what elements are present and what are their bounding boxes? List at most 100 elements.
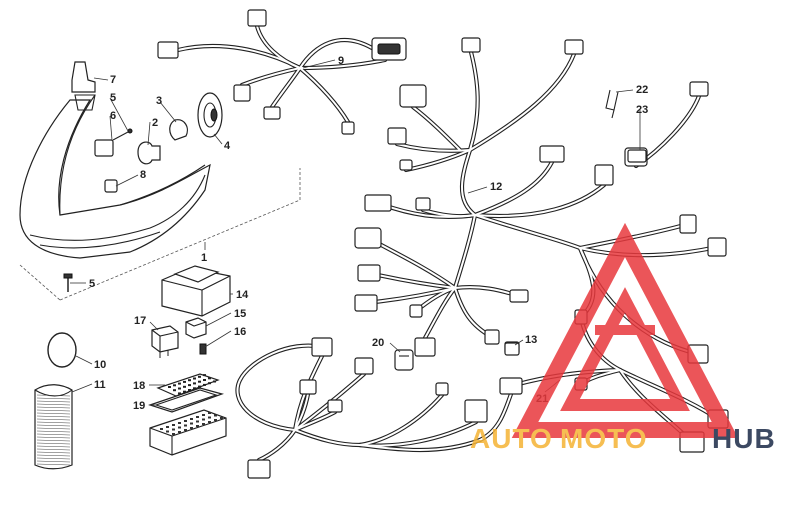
connector xyxy=(564,39,584,55)
fuse-socket xyxy=(214,414,217,417)
harness-wire-core xyxy=(359,439,481,451)
callout-19: 19 xyxy=(133,400,145,412)
fuse-slot xyxy=(208,382,211,385)
fuse-socket xyxy=(208,416,211,419)
fuse-socket xyxy=(178,431,181,433)
fuse-slot xyxy=(213,380,216,383)
fuse-panel-18 xyxy=(156,373,220,397)
fuse-socket xyxy=(190,427,193,429)
fuse-slot xyxy=(183,390,186,393)
harness-wire-core xyxy=(294,411,336,431)
retaining-ring-10 xyxy=(47,332,77,368)
protective-sleeve-11 xyxy=(34,384,73,470)
connector xyxy=(399,84,427,108)
fuse-holder-base xyxy=(149,409,227,456)
leader-lines xyxy=(70,59,641,406)
connector xyxy=(354,294,378,312)
headlight-bracket xyxy=(71,61,96,93)
fuse-slot xyxy=(178,392,181,395)
fuse-socket xyxy=(208,421,211,423)
fuse-slot xyxy=(183,380,186,383)
harness-wire xyxy=(297,65,351,125)
connector xyxy=(247,459,271,479)
fuse-slot xyxy=(178,382,181,385)
harness-wire-core xyxy=(424,287,456,339)
connector xyxy=(679,214,697,234)
fuse-socket xyxy=(196,416,199,418)
wire-clip xyxy=(605,89,619,119)
fuse-slot xyxy=(173,384,176,387)
fuse-slot xyxy=(193,382,196,385)
connector xyxy=(414,337,436,357)
connector xyxy=(409,304,423,318)
headlight-dust-cover xyxy=(197,92,223,138)
fuse-socket xyxy=(184,429,187,431)
callout-9: 9 xyxy=(338,55,344,67)
fuse-socket xyxy=(184,420,187,422)
harness-wire-core xyxy=(479,393,512,441)
connector xyxy=(327,399,343,413)
callout-12: 12 xyxy=(490,181,502,193)
harness-wire-core xyxy=(454,214,476,289)
harness-wire-core xyxy=(412,106,461,151)
harness-wire xyxy=(256,427,298,463)
harness-wire-core xyxy=(474,214,581,249)
watermark-text-moto: MOTO xyxy=(560,423,647,454)
speed-sensor xyxy=(627,149,647,163)
headlight-screw xyxy=(63,273,73,292)
connector xyxy=(233,84,251,102)
harness-wire xyxy=(467,51,577,153)
connector xyxy=(509,289,529,303)
connector xyxy=(341,121,355,135)
headlight-housing xyxy=(19,94,211,259)
fuse-socket xyxy=(172,428,175,431)
bulb-retainer xyxy=(169,119,188,141)
harness-wire-core xyxy=(422,209,476,218)
harness-wire-core xyxy=(236,344,323,431)
callout-1: 1 xyxy=(201,252,207,264)
harness-wire-core xyxy=(359,421,477,447)
callout-3: 3 xyxy=(156,95,162,107)
connector-13 xyxy=(504,342,520,356)
fuse-slot xyxy=(198,375,201,378)
fuse-box-14 xyxy=(161,265,231,317)
callout-18: 18 xyxy=(133,380,145,392)
connector xyxy=(399,159,413,171)
harness-wire-core xyxy=(579,246,718,257)
fuse-slot xyxy=(198,380,201,383)
callout-5-bottom: 5 xyxy=(89,278,95,290)
harness-wire xyxy=(254,23,303,71)
harness-wire-core xyxy=(359,394,443,446)
harness-wire-core xyxy=(258,429,296,461)
watermark-logo-icon xyxy=(511,222,739,438)
callout-23: 23 xyxy=(636,104,648,116)
harness-wire-core xyxy=(469,53,575,151)
connector xyxy=(354,357,374,375)
fuse-socket xyxy=(172,433,175,435)
harness-wire-core xyxy=(396,143,471,152)
fuse-slot xyxy=(173,389,176,392)
callout-4: 4 xyxy=(224,140,231,152)
fuse-slot xyxy=(188,379,191,382)
callout-7: 7 xyxy=(110,74,116,86)
fuse-socket xyxy=(202,414,205,416)
fuse-slot xyxy=(208,377,211,380)
fuse-socket xyxy=(220,417,223,419)
callout-17: 17 xyxy=(134,315,146,327)
harness-wire-core xyxy=(177,45,301,69)
callout-15: 15 xyxy=(234,308,246,320)
callout-16: 16 xyxy=(234,326,246,338)
fuse-slot xyxy=(178,387,181,390)
callout-2: 2 xyxy=(152,117,158,129)
callout-6: 6 xyxy=(110,110,116,122)
relay-17 xyxy=(151,325,179,358)
harness-wire-core xyxy=(405,149,471,171)
fuse-socket xyxy=(196,420,199,423)
connector xyxy=(364,194,392,212)
fuse-16 xyxy=(199,343,207,355)
fuse-socket xyxy=(196,425,199,427)
callout-20: 20 xyxy=(372,337,384,349)
connector xyxy=(461,37,481,53)
harness-wire-core xyxy=(241,67,301,86)
fuse-socket xyxy=(214,419,217,421)
